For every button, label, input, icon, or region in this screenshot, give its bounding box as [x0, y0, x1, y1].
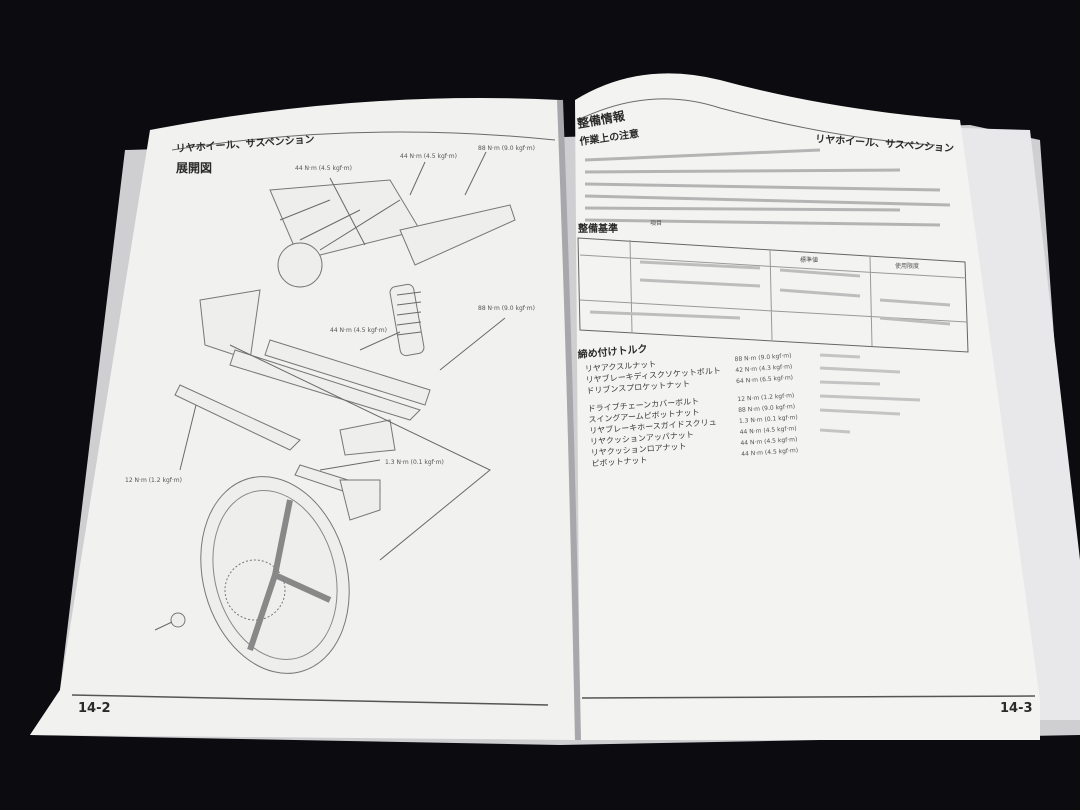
spec-col: 標準値 — [800, 256, 818, 264]
torque-label: 88 N·m (9.0 kgf·m) — [478, 305, 535, 312]
exploded-diagram — [154, 151, 516, 674]
torque-item-value: 88 N·m (9.0 kgf·m) — [734, 352, 791, 363]
torque-item-value: 64 N·m (6.5 kgf·m) — [736, 374, 793, 385]
notes-text-lines — [584, 148, 951, 227]
chain-cover — [174, 384, 301, 451]
spec-title: 整備基準 — [577, 222, 618, 235]
header-rule — [577, 98, 936, 146]
torque-item-name: ピボットナット — [591, 456, 647, 469]
torque-remarks — [819, 353, 921, 434]
spec-col: 使用限度 — [895, 262, 919, 270]
torque-item-value: 1.3 N·m (0.1 kgf·m) — [739, 414, 798, 425]
torque-item-value: 12 N·m (1.2 kgf·m) — [737, 392, 794, 403]
torque-label: 44 N·m (4.5 kgf·m) — [330, 327, 387, 334]
footer-rule — [581, 695, 1036, 699]
left-page — [30, 98, 575, 740]
torque-label: 88 N·m (9.0 kgf·m) — [478, 145, 535, 152]
torque-label: 44 N·m (4.5 kgf·m) — [295, 165, 352, 172]
gutter — [557, 99, 581, 741]
right-page-number: 14-3 — [1000, 701, 1033, 716]
torque-item-value: 44 N·m (4.5 kgf·m) — [741, 447, 798, 458]
footpeg-bracket — [399, 204, 516, 266]
spec-table: 標準値 使用限度 — [577, 237, 969, 353]
torque-label: 44 N·m (4.5 kgf·m) — [400, 153, 457, 160]
right-page — [575, 73, 1040, 741]
torque-item-value: 88 N·m (9.0 kgf·m) — [738, 403, 795, 414]
left-page-number: 14-2 — [78, 701, 111, 716]
sprocket — [224, 559, 286, 621]
left-page-content: リヤホイール、サスペンション 展開図 44 N·m — [71, 131, 556, 716]
spec-header: 項目 — [650, 220, 662, 227]
torque-item-value: 42 N·m (4.3 kgf·m) — [735, 363, 792, 374]
left-section-title: 展開図 — [176, 161, 212, 175]
torque-label: 12 N·m (1.2 kgf·m) — [125, 477, 182, 484]
torque-label: 1.3 N·m (0.1 kgf·m) — [385, 459, 444, 466]
torque-item-value: 44 N·m (4.5 kgf·m) — [740, 436, 797, 447]
back-cover — [960, 128, 1080, 720]
header-rule — [171, 131, 556, 151]
footer-rule — [71, 694, 549, 706]
torque-item-value: 44 N·m (4.5 kgf·m) — [740, 425, 797, 436]
